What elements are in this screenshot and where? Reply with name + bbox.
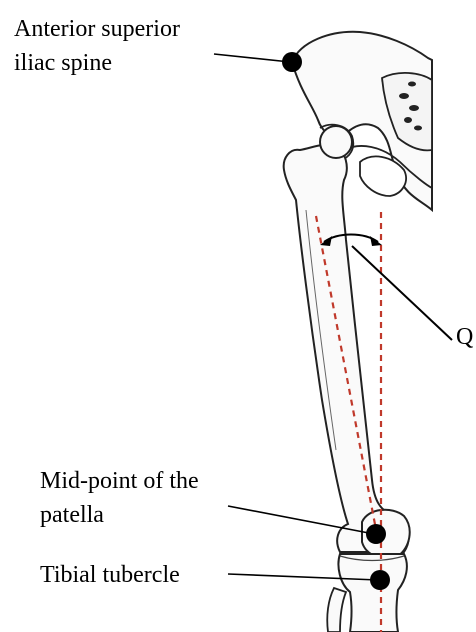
- femur: [284, 145, 409, 552]
- asis-leader: [214, 54, 290, 62]
- patella-label-line1: Mid-point of the: [40, 466, 199, 496]
- patella-label-line2: patella: [40, 500, 104, 530]
- asis-label-line2: iliac spine: [14, 48, 112, 78]
- fibula: [327, 588, 346, 632]
- asis-label-line1: Anterior superior: [14, 14, 180, 44]
- q-angle-label: Q: [456, 322, 473, 352]
- tibia: [338, 554, 406, 632]
- q-angle-leader: [352, 246, 452, 340]
- tibial-tubercle-label: Tibial tubercle: [40, 560, 180, 590]
- patella-marker: [366, 524, 386, 544]
- femoral-head: [320, 126, 352, 158]
